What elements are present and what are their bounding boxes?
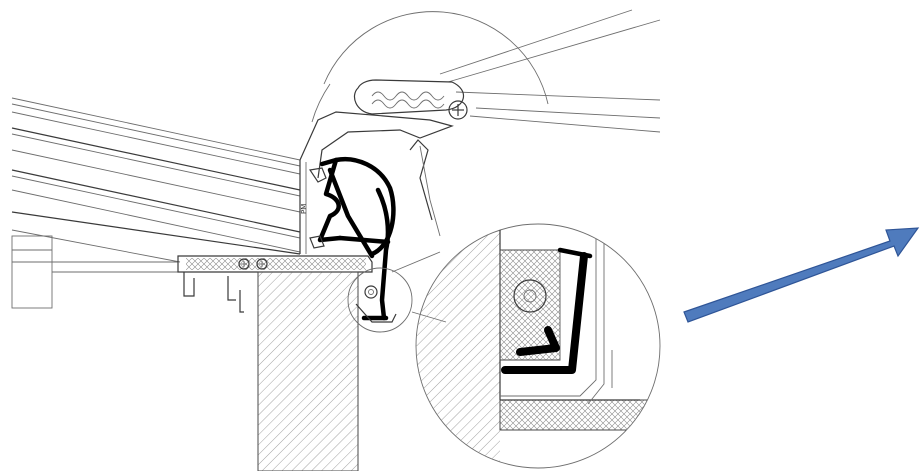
roof-bars [439,9,661,133]
base-profile [177,255,373,313]
seal-gasket: PM [300,156,396,321]
left-wall [11,235,178,309]
seal-label: PM [300,204,308,214]
upper-detail-circle [311,11,549,123]
arrow-icon [683,227,920,323]
timber-beam [257,271,359,471]
glazing-panel [11,97,307,263]
magnified-detail [415,223,661,469]
screw-icon [448,100,468,120]
clamp-profile [299,79,468,237]
